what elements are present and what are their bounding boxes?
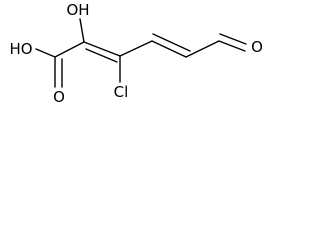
- bond-c1-c2: [54, 41, 85, 58]
- bond-c3-c4: [119, 40, 153, 57]
- bond-c4-c5-second: [152, 33, 191, 52]
- bond-c2-c3: [83, 41, 121, 57]
- bond-c6-aldehyde-o-second: [219, 33, 247, 45]
- bond-c4-c5: [151, 40, 187, 58]
- atom-label-acid-oh: HO: [9, 40, 32, 58]
- bond-c1-acid-oh: [35, 48, 56, 58]
- bond-c6-aldehyde-o: [218, 40, 246, 52]
- atom-label-aldehyde-o: O: [251, 38, 263, 56]
- bond-c2-hydroxyl: [79, 18, 85, 43]
- bond-c5-c6: [185, 40, 220, 58]
- bond-c2-c3-second: [85, 48, 118, 63]
- atom-label-hydroxyl: OH: [66, 1, 89, 19]
- atom-label-chlorine: Cl: [114, 83, 129, 101]
- structure-diagram: OH HO O Cl O: [0, 0, 267, 117]
- atom-label-carbonyl-o: O: [53, 88, 65, 106]
- molecule-drawing: OH HO O Cl O: [9, 1, 263, 106]
